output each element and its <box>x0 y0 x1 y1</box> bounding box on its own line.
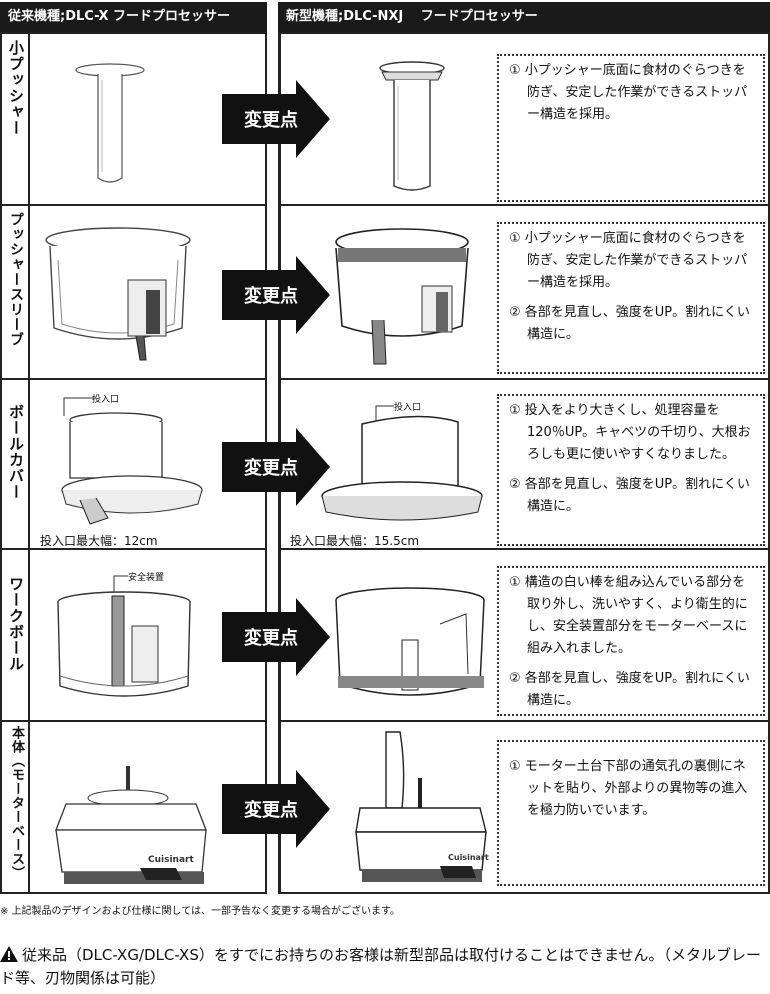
new-bowl-cover-image <box>321 415 483 521</box>
brand-logo: Cuisinart <box>148 855 194 865</box>
inlet-tag: 投入口 <box>394 403 422 413</box>
comparison-row-small-pusher: 小プッシャー 変更点 ① 小プッシャー底面に食材のぐらつきを防ぎ、安定した作業が… <box>0 34 770 204</box>
disclaimer-footnote: ※ 上記製品のデザインおよび仕様に関しては、一部予告なく変更する場合がございます… <box>0 906 401 917</box>
old-bowl-cover-image <box>61 412 203 525</box>
note-item: ① 小プッシャー底面に食材のぐらつきを防ぎ、安定した作業ができるストッパー構造を… <box>509 231 748 290</box>
note-item: ① 小プッシャー底面に食材のぐらつきを防ぎ、安定した作業ができるストッパー構造を… <box>509 63 748 122</box>
note-item: ② 各部を見直し、強度をUP。割れにくい構造に。 <box>509 477 750 514</box>
leader-line <box>63 397 94 416</box>
row-divider <box>0 720 267 722</box>
comparison-row-pusher-sleeve: プッシャースリーブ 変更点 ① 小プッシャー底面に食材のぐらつきを防ぎ、安定した… <box>0 206 770 378</box>
warning-text: 従来品（DLC-XG/DLC-XS）をすでにお持ちのお客様は新型部品は取付けるこ… <box>0 946 762 987</box>
note-item: ① モーター土台下部の通気孔の裏側にネットを貼り、外部よりの異物等の進入を極力防… <box>509 759 748 818</box>
part-label-cell: 本体（モーターベース） <box>2 722 30 894</box>
part-label-cell: プッシャースリーブ <box>2 206 30 378</box>
note-item: ② 各部を見直し、強度をUP。割れにくい構造に。 <box>509 305 750 342</box>
safety-device-tag: 安全装置 <box>128 573 165 583</box>
row-divider <box>278 720 770 722</box>
part-label-cell: ワークボール <box>2 550 30 720</box>
change-label: 変更点 <box>244 628 298 649</box>
new-model-header: 新型機種;DLC-NXJ フードプロセッサー <box>278 2 770 32</box>
row-divider <box>278 204 770 206</box>
compatibility-warning: 従来品（DLC-XG/DLC-XS）をすでにお持ちのお客様は新型部品は取付けるこ… <box>0 944 770 990</box>
change-label: 変更点 <box>244 110 298 131</box>
change-note: ① 小プッシャー底面に食材のぐらつきを防ぎ、安定した作業ができるストッパー構造を… <box>497 222 765 374</box>
part-label-cell: 小プッシャー <box>2 34 30 204</box>
old-work-bowl-image <box>57 591 191 697</box>
row-divider <box>0 548 267 550</box>
inlet-tag: 投入口 <box>92 395 120 405</box>
part-name: ボールカバー <box>7 404 25 500</box>
new-motor-base-image: Cuisinart <box>355 731 489 882</box>
row-divider <box>278 548 770 550</box>
part-name: 本体（モーターベース） <box>9 726 24 880</box>
note-item: ① 構造の白い棒を組み込んでいる部分を取り外し、洗いやすく、より衛生的にし、安全… <box>509 575 748 656</box>
new-small-pusher-image <box>379 61 445 191</box>
note-item: ② 各部を見直し、強度をUP。割れにくい構造に。 <box>509 671 750 708</box>
new-pusher-sleeve-image <box>335 228 469 365</box>
new-work-bowl-image <box>335 587 485 696</box>
change-label: 変更点 <box>244 800 298 821</box>
row-divider <box>0 378 267 380</box>
change-arrow-icon <box>222 428 330 506</box>
comparison-row-work-bowl: ワークボール 安全装置 変更点 ① 構造の白い棒を組み込んでいる部分を取り外し、… <box>0 550 770 720</box>
brand-logo: Cuisinart <box>448 853 489 862</box>
change-note: ① 投入をより大きくし、処理容量を120％UP。キャベツの千切り、大根おろしも更… <box>497 394 765 546</box>
note-item: ① 投入をより大きくし、処理容量を120％UP。キャベツの千切り、大根おろしも更… <box>509 403 751 462</box>
change-note: ① 小プッシャー底面に食材のぐらつきを防ぎ、安定した作業ができるストッパー構造を… <box>497 54 765 202</box>
part-name: ワークボール <box>7 576 25 672</box>
part-name: 小プッシャー <box>7 40 25 136</box>
change-label: 変更点 <box>244 458 298 479</box>
new-inlet-width: 投入口最大幅：15.5cm <box>290 534 420 548</box>
change-arrow-icon <box>222 598 330 676</box>
old-small-pusher-image <box>75 63 145 183</box>
change-label: 変更点 <box>244 286 298 307</box>
old-pusher-sleeve-image <box>45 227 191 361</box>
part-label-cell: ボールカバー <box>2 380 30 548</box>
change-arrow-icon <box>222 770 330 848</box>
comparison-row-bowl-cover: ボールカバー 投入口 投入口最大幅：12cm 投入口 投入口最大幅：15.5cm… <box>0 380 770 548</box>
leader-line <box>375 405 394 424</box>
row-divider <box>0 204 267 206</box>
row-divider <box>278 378 770 380</box>
old-motor-base-image: Cuisinart <box>55 766 207 884</box>
comparison-row-motor-base: 本体（モーターベース） Cuisinart Cuisinart 変更点 ① モー… <box>0 722 770 894</box>
part-name: プッシャースリーブ <box>8 212 24 347</box>
change-arrow-icon <box>222 256 330 334</box>
change-arrow-icon <box>222 80 330 158</box>
warning-icon <box>0 946 18 962</box>
change-note: ① 構造の白い棒を組み込んでいる部分を取り外し、洗いやすく、より衛生的にし、安全… <box>497 566 765 716</box>
change-note: ① モーター土台下部の通気孔の裏側にネットを貼り、外部よりの異物等の進入を極力防… <box>497 740 765 886</box>
old-inlet-width: 投入口最大幅：12cm <box>40 534 158 548</box>
old-model-header: 従来機種;DLC-X フードプロセッサー <box>0 2 267 32</box>
